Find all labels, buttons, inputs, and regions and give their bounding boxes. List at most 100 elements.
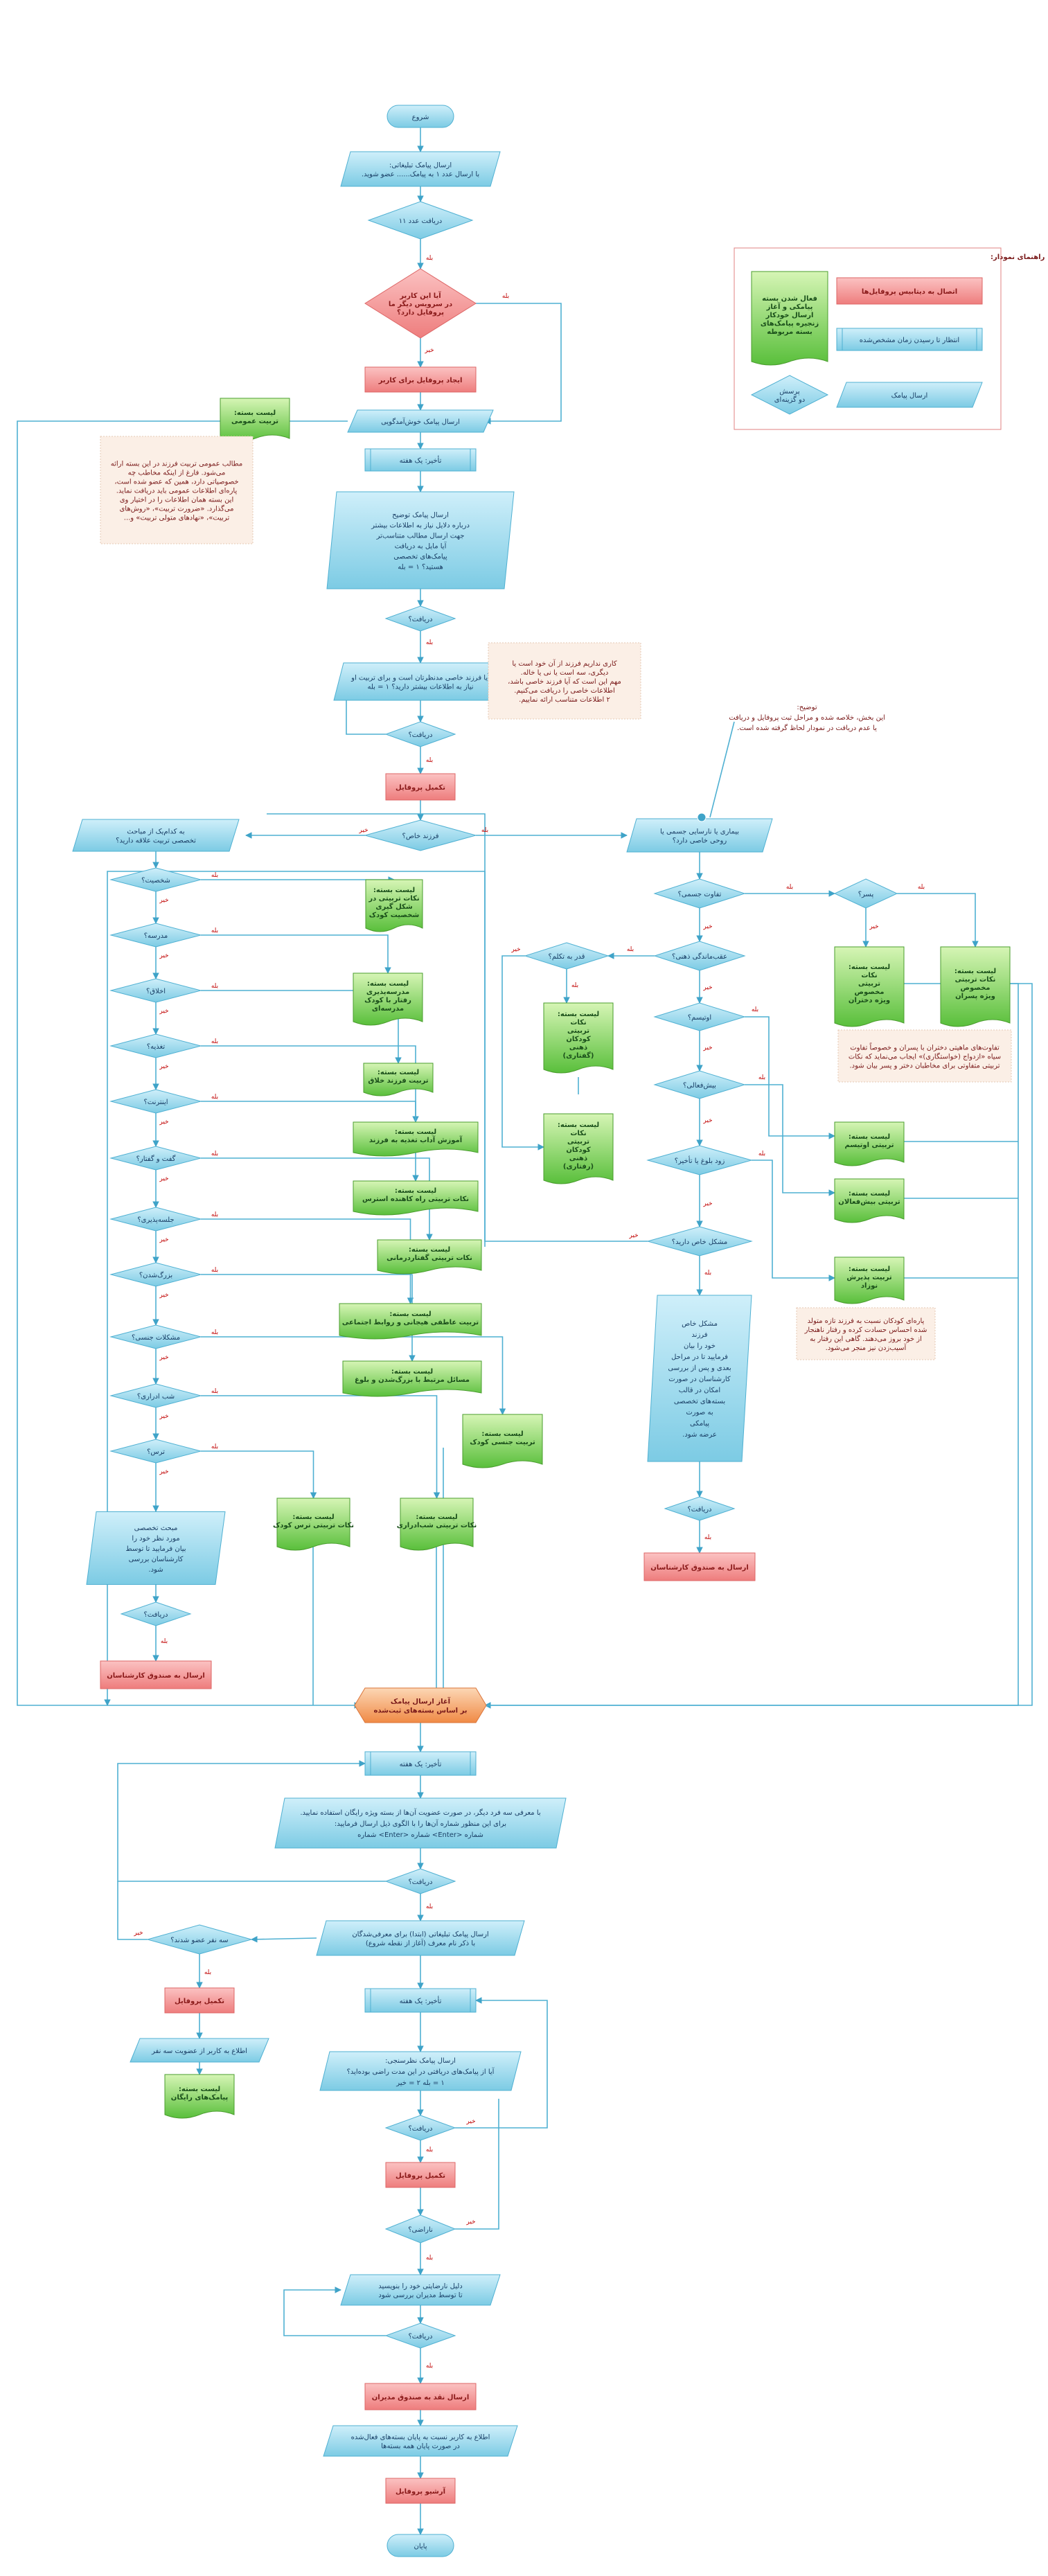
receive-left-decision (120, 1601, 192, 1626)
reason-sms-label-line: تا توسط مدیران بررسی شود (378, 2292, 462, 2300)
label-yes-left-3: بله (211, 1038, 218, 1045)
late-decision-label: زود بلوغ یا تأخیر؟ (675, 1155, 725, 1165)
left-internet-decision (109, 1089, 202, 1114)
label-no-late: خیر (702, 1200, 712, 1207)
legend-package-label-line: ارسال خودکار (765, 312, 814, 319)
label-yes-child: بله (481, 827, 488, 834)
start-terminal-label-line: شروع (412, 114, 429, 121)
pack-mental-2-label-line: (رفتاری) (563, 1163, 594, 1171)
pack-ethics-label-line: تربیت فرزند خلاق (368, 1077, 428, 1085)
pack-personality-label-line: لیست بسته: (373, 887, 415, 894)
pack-final-label-line: لیست بسته: (179, 2086, 220, 2093)
delay-week-1 (364, 448, 477, 472)
late-note-label-line: شده احساس حسادت کرده و رفتار ناهنجار (804, 1326, 927, 1334)
label-yes-late: بله (758, 1151, 765, 1157)
degree-decision-label: قدر به تکلم؟ (549, 953, 585, 961)
receive-right-decision (664, 1496, 736, 1521)
special-note-label-line: مهم این است که آیا فرزند خاصی باشد، (508, 677, 621, 686)
boy-decision-label-line: پسر؟ (858, 891, 874, 898)
edge-receive6-loop (283, 2286, 386, 2336)
edge-hyper-yes (745, 1084, 835, 1196)
left-puberty-decision-label: بزرگ‌شدن؟ (139, 1270, 172, 1279)
complete-profile-box (385, 773, 456, 801)
pack-ethics (363, 1063, 434, 1096)
delay-week-1-label: تأخیر: یک هفته (400, 455, 442, 465)
receive-left-decision-label-line: دریافت؟ (143, 1611, 168, 1619)
welcome-sms-label: ارسال پیامک خوش‌آمدگویی (381, 417, 460, 426)
pack-mental-2-label-line: ذهنی (569, 1155, 587, 1162)
promo-referral-sms-label-line: با ذکر نام معرف (آغاز از نقطه شروع) (366, 1939, 475, 1948)
special-question-sms-label: آیا فرزند خاصی مدنظرتان است و برای تربیت… (350, 673, 490, 691)
pack-talk-label-line: لیست بسته: (409, 1246, 450, 1254)
label-no-boy: خیر (869, 923, 878, 930)
notify-end-sms-label-line: در صورت پایان همه بسته‌ها (381, 2443, 460, 2451)
explain-sms-label-line: جهت ارسال مطالب متناسب‌تر (376, 533, 465, 540)
label-yes-receive11: بله (426, 255, 433, 262)
explain-sms-label-line: پیامک‌های تخصصی (393, 553, 447, 561)
edge-left-pack-6 (201, 1218, 414, 1304)
pack-boy-label-line: ویژه پسران (955, 993, 995, 1000)
dissatisfied-decision-label-line: ناراضی؟ (408, 2226, 433, 2234)
edge-gather-pack-girl (485, 983, 1019, 1706)
area-interest-sms-label-line: تخصصی تربیت علاقه دارید؟ (116, 837, 196, 845)
send-promo-sms (340, 151, 501, 187)
delay-week-3-label: تأخیر: یک هفته (400, 1996, 442, 2005)
receive-decision-5-label: دریافت؟ (408, 2125, 432, 2133)
mental-decision-label: عقب‌ماندگی ذهنی؟ (672, 952, 727, 961)
receive-decision-3-label-line: دریافت؟ (408, 731, 432, 739)
label-yes-right-receive: بله (704, 1534, 711, 1541)
receive-11-decision-label: دریافت عدد ۱۱ (399, 217, 443, 225)
late-note-label-line: از خود بروز می‌دهند. گاهی این رفتار به (810, 1335, 922, 1343)
pack-bedwetting-label: لیست بسته:نکات تربیتی شب‌ادراری (397, 1513, 477, 1529)
pack-hyper-label-line: لیست بسته: (849, 1190, 890, 1198)
edge-three-no (117, 1881, 148, 1940)
pack-late-label-line: تربیت پذیرش (846, 1274, 891, 1281)
delay-week-2-label: تأخیر: یک هفته (400, 1759, 442, 1768)
pack-nutrition (353, 1121, 479, 1157)
disease-question-sms-label-line: بیماری یا نارسایی جسمی یا (660, 828, 739, 836)
hyper-decision-label: بیش‌فعالی؟ (683, 1082, 716, 1090)
delay-week-3 (364, 1988, 477, 2013)
left-nutrition-decision-label-line: تغذیه؟ (147, 1043, 166, 1051)
pack-personality-label-line: شخصیت کودک (369, 912, 420, 919)
send-managers-box-label-line: ارسال نقد به صندوق مدیران (372, 2394, 470, 2401)
label-no-child: خیر (358, 827, 368, 834)
left-ethics-decision (109, 978, 202, 1003)
special-question-sms-label-line: آیا فرزند خاصی مدنظرتان است و برای تربیت… (350, 673, 490, 682)
invite-sms-label: با معرفی سه فرد دیگر، در صورت عضویت آن‌ه… (300, 1808, 540, 1839)
pack-hyper (834, 1178, 905, 1223)
receive-decision-4-label-line: دریافت؟ (408, 1878, 432, 1886)
pack-sexual-label-line: تربیت جنسی کودک (470, 1439, 535, 1446)
label-no-left-10: خیر (159, 1468, 168, 1475)
send-experts-left (100, 1660, 212, 1689)
pack-puberty-label: لیست بسته:مسائل مرتبط با بزرگ‌شدن و بلوغ (355, 1368, 470, 1384)
edge-gather-pack-boy (484, 983, 1033, 1709)
special-child-decision-label: فرزند خاص؟ (402, 833, 439, 840)
pack-bedwetting-label-line: لیست بسته: (416, 1513, 457, 1521)
pack-ethics-label: لیست بسته:تربیت فرزند خلاق (368, 1069, 428, 1085)
left-internet-decision-label-line: اینترنت؟ (143, 1099, 168, 1106)
send-promo-sms-label: ارسال پیامک تبلیغاتی:با ارسال عدد ۱ به پ… (362, 162, 479, 179)
notify-three-sms-label-line: اطلاع به کاربر از عضویت سه نفر (151, 2048, 247, 2055)
pack-nutrition-label-line: آموزش آداب تغذیه به فرزند (369, 1135, 463, 1144)
receive-11-decision (367, 201, 474, 240)
special-problem-decision-label-line: مشکل خاص دارید؟ (672, 1238, 727, 1246)
autism-decision-label: اوتیسم؟ (688, 1014, 711, 1022)
hyper-decision-label-line: بیش‌فعالی؟ (683, 1082, 716, 1090)
pack-hyper-label-line: تربیتی بیش‌فعالان (838, 1198, 900, 1206)
survey-sms (319, 2051, 522, 2091)
pack-meeting-label: لیست بسته:تربیت عاطفی هیجانی و روابط اجت… (342, 1311, 479, 1326)
pack-mental-2-label-line: تربیتی (567, 1138, 589, 1146)
delay-week-3-label-line: تأخیر: یک هفته (400, 1996, 442, 2005)
expert-topic-sms-label-line: مورد نظر خود را (132, 1535, 179, 1543)
send-managers-box (364, 2383, 477, 2410)
legend-decision-label-line: دو گزینه‌ای (774, 396, 806, 404)
left-ethics-decision-label: اخلاق؟ (146, 988, 166, 995)
legend-wait-label: انتظار تا رسیدن زمان مشخص‌شده (860, 337, 959, 344)
dissatisfied-decision (384, 2214, 456, 2244)
late-note-label: پاره‌ای کودکان نسبت به فرزند تازه متولدش… (804, 1317, 927, 1352)
receive-decision-4-label: دریافت؟ (408, 1878, 432, 1886)
